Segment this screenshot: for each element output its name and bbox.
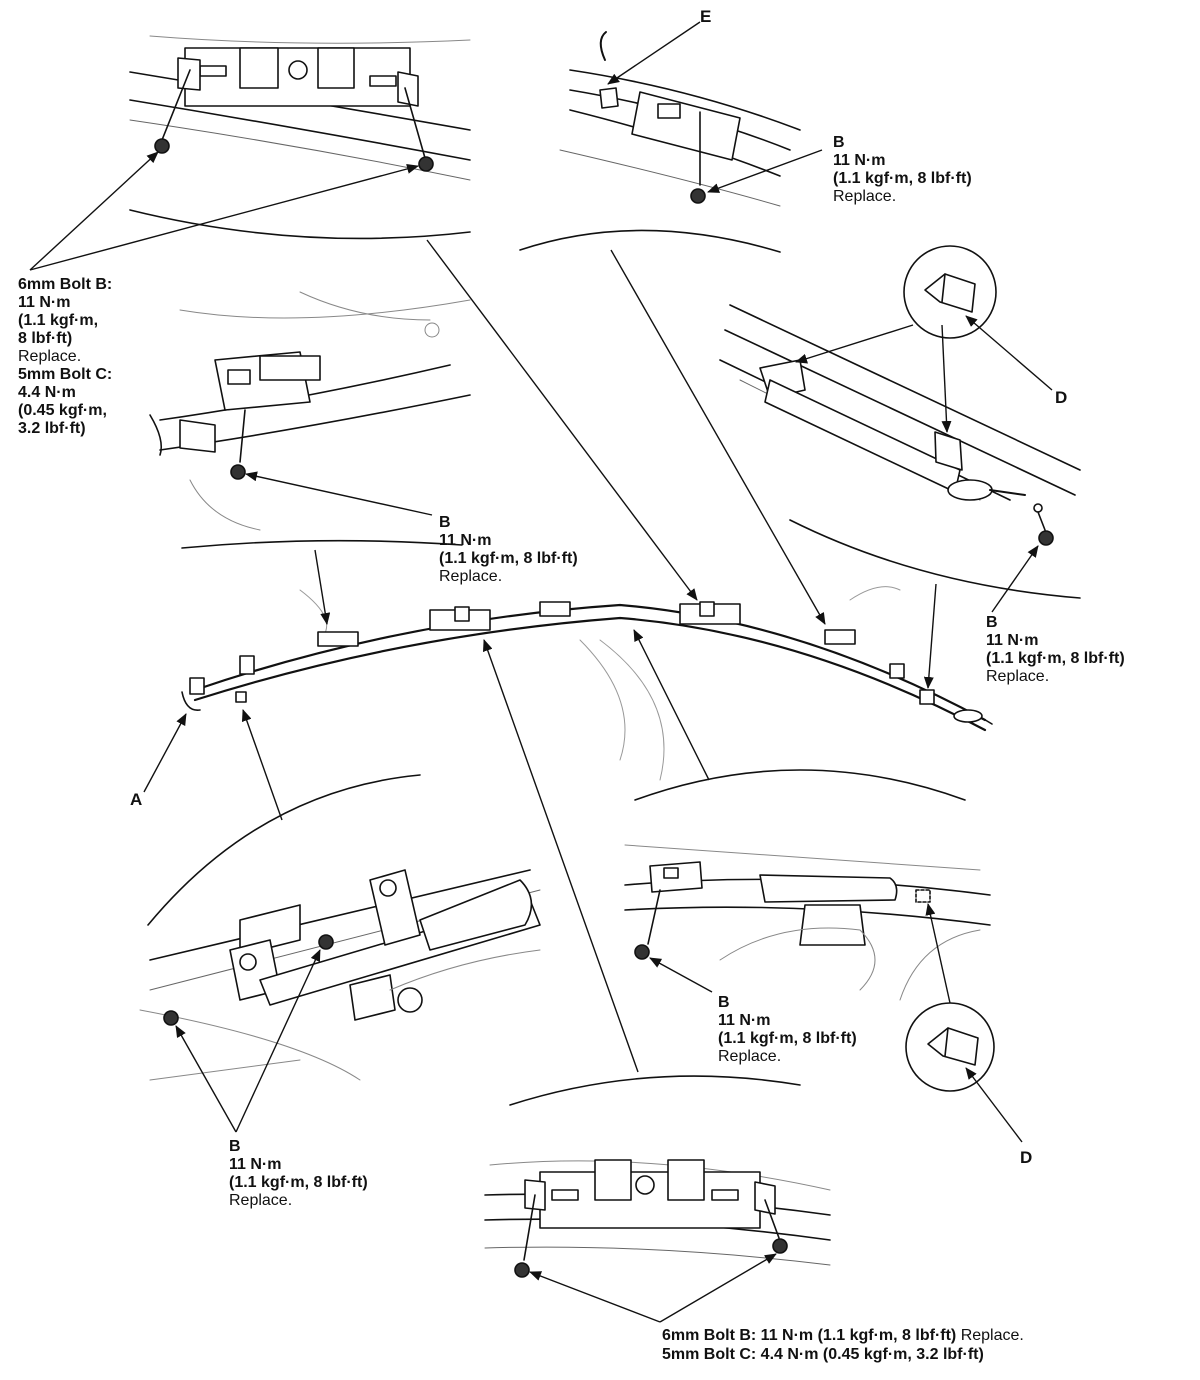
torque-detail: (1.1 kgf·m, 8 lbf·ft) xyxy=(986,650,1125,667)
label-d-top: D xyxy=(1055,388,1068,407)
torque-detail: (1.1 kgf·m, 8 lbf·ft) xyxy=(229,1174,368,1191)
label-d-bottom: D xyxy=(1020,1148,1033,1167)
detail-bottom xyxy=(484,1159,831,1278)
torque-detail: (1.1 kgf·m, 8 lbf·ft) xyxy=(833,170,972,187)
torque-value: 11 N·m xyxy=(986,632,1039,649)
label-e: E xyxy=(700,7,712,26)
bolt-b-detail-2: 8 lbf·ft) xyxy=(18,330,73,347)
replace-note: Replace. xyxy=(718,1048,782,1065)
bolt-c-label: 5mm Bolt C: xyxy=(18,366,113,383)
callout-bottom-spec: 6mm Bolt B: 11 N·m (1.1 kgf·m, 8 lbf·ft)… xyxy=(662,1326,1024,1364)
torque-value: 11 N·m xyxy=(229,1156,282,1173)
replace-note: Replace. xyxy=(986,668,1050,685)
bottom-spec-line-1: 6mm Bolt B: 11 N·m (1.1 kgf·m, 8 lbf·ft)… xyxy=(662,1326,1024,1345)
detail-top-left xyxy=(129,35,471,240)
detail-top-right xyxy=(519,31,801,253)
leader-lines xyxy=(29,21,1053,1323)
label-a: A xyxy=(130,790,143,809)
torque-value: 11 N·m xyxy=(833,152,886,169)
replace-note: Replace. xyxy=(833,188,897,205)
callout-letter: B xyxy=(833,134,845,151)
callout-b-right-middle: B 11 N·m (1.1 kgf·m, 8 lbf·ft) Replace. xyxy=(986,614,1125,686)
bolt-c-detail-2: 3.2 lbf·ft) xyxy=(18,420,86,437)
bolt-b-detail-1: (1.1 kgf·m, xyxy=(18,312,99,329)
replace-note: Replace. xyxy=(229,1192,293,1209)
callout-b-left-middle: B 11 N·m (1.1 kgf·m, 8 lbf·ft) Replace. xyxy=(439,514,578,586)
bolt-b-label: 6mm Bolt B: xyxy=(18,276,113,293)
bottom-spec-line-2: 5mm Bolt C: 4.4 N·m (0.45 kgf·m, 3.2 lbf… xyxy=(662,1345,1024,1364)
callout-b-lower-left: B 11 N·m (1.1 kgf·m, 8 lbf·ft) Replace. xyxy=(229,1138,368,1210)
bolt-c-detail-1: (0.45 kgf·m, xyxy=(18,402,107,419)
replace-note: Replace. xyxy=(956,1327,1024,1344)
torque-detail: (1.1 kgf·m, 8 lbf·ft) xyxy=(439,550,578,567)
replace-note: Replace. xyxy=(18,348,82,365)
callout-left-spec: 6mm Bolt B: 11 N·m (1.1 kgf·m, 8 lbf·ft)… xyxy=(18,276,112,438)
torque-detail: (1.1 kgf·m, 8 lbf·ft) xyxy=(718,1030,857,1047)
detail-left-middle xyxy=(149,291,471,549)
detail-lower-left xyxy=(139,774,541,1081)
curtain-airbag-assembly xyxy=(181,586,993,781)
callout-letter: B xyxy=(439,514,451,531)
callout-letter: B xyxy=(718,994,730,1011)
replace-note: Replace. xyxy=(439,568,503,585)
torque-value: 11 N·m xyxy=(718,1012,771,1029)
callout-letter: B xyxy=(229,1138,241,1155)
bolt-c-spec: 5mm Bolt C: 4.4 N·m (0.45 kgf·m, 3.2 lbf… xyxy=(662,1346,984,1363)
torque-value: 11 N·m xyxy=(439,532,492,549)
callout-letter: B xyxy=(986,614,998,631)
callout-b-lower-right: B 11 N·m (1.1 kgf·m, 8 lbf·ft) Replace. xyxy=(718,994,857,1066)
bolt-b-value: 11 N·m xyxy=(18,294,71,311)
detail-right-middle xyxy=(719,245,1081,599)
bolt-c-value: 4.4 N·m xyxy=(18,384,76,401)
bolt-b-spec: 6mm Bolt B: 11 N·m (1.1 kgf·m, 8 lbf·ft) xyxy=(662,1327,957,1344)
callout-b-top-right: B 11 N·m (1.1 kgf·m, 8 lbf·ft) Replace. xyxy=(833,134,972,206)
detail-lower-right xyxy=(509,769,995,1106)
